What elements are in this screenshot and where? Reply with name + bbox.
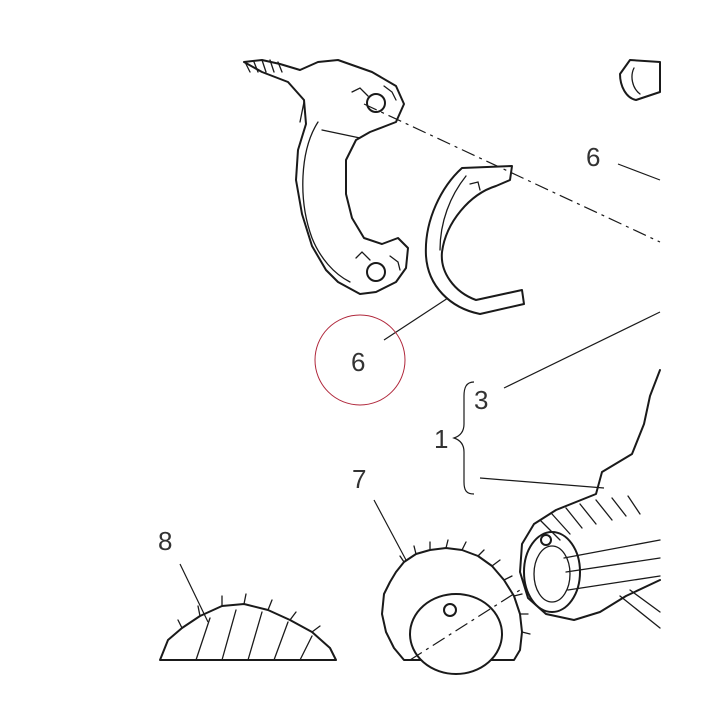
bearing-shell — [424, 165, 525, 315]
leader-3 — [503, 311, 661, 389]
bearing-shell-partial — [619, 59, 661, 101]
center-axis-line — [363, 103, 661, 243]
leader-6-top — [617, 163, 661, 181]
curly-brace — [452, 381, 475, 495]
leader-8 — [179, 563, 209, 623]
leader-lines — [179, 163, 661, 623]
connecting-rod-big-end — [243, 59, 409, 295]
highlight-circle — [314, 314, 406, 406]
callout-1: 1 — [434, 424, 448, 454]
callout-8: 8 — [158, 526, 172, 556]
crankshaft-spline — [519, 369, 661, 629]
leader-1-bottom — [479, 477, 605, 489]
leader-6-circled — [383, 297, 449, 341]
gear-7 — [381, 539, 531, 675]
bolt-thread — [245, 59, 283, 73]
callout-7: 7 — [352, 464, 366, 494]
leader-7 — [373, 499, 407, 561]
callout-6-top: 6 — [586, 142, 600, 172]
gear-8 — [159, 593, 337, 661]
callout-3: 3 — [474, 385, 488, 415]
callout-6-circled: 6 — [351, 347, 365, 377]
